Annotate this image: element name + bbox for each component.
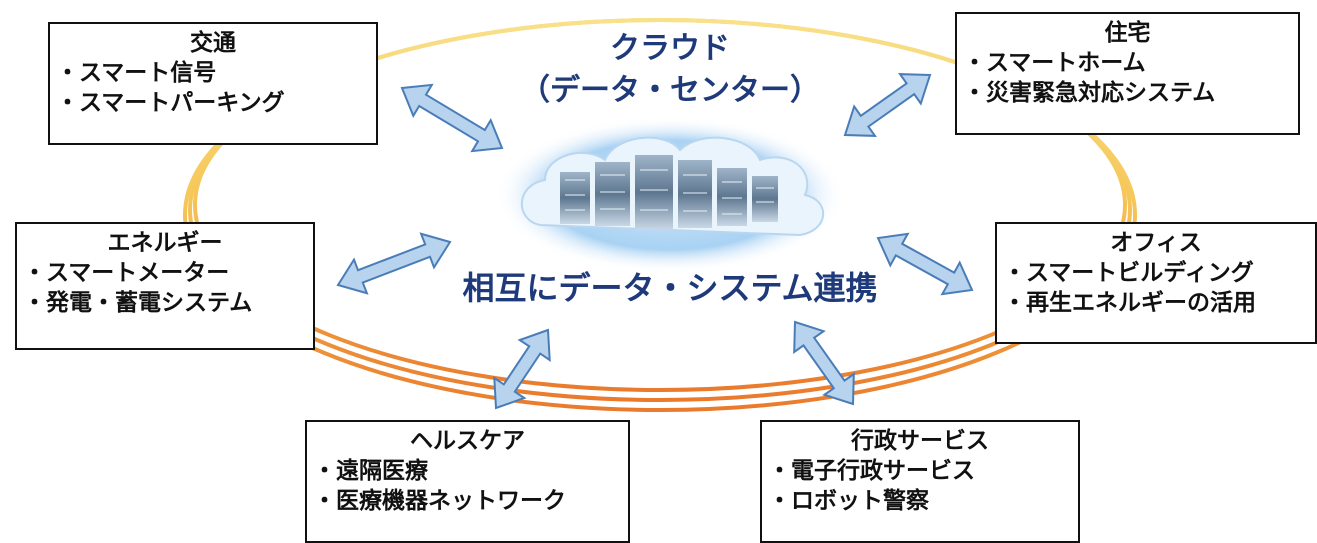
box-transport-item-2: ・スマートパーキング [56,90,285,116]
cloud-subtitle: （データ・センター） [520,73,820,108]
box-office-item-2: ・再生エネルギーの活用 [1003,290,1256,316]
box-housing-item-2: ・災害緊急対応システム [963,80,1216,106]
arrow-energy [336,232,452,295]
box-energy-title: エネルギー [107,230,223,256]
box-admin: 行政サービス ・電子行政サービス ・ロボット警察 [760,420,1080,543]
arrow-office [876,232,974,296]
box-housing: 住宅 ・スマートホーム ・災害緊急対応システム [955,12,1300,135]
box-admin-title: 行政サービス [851,428,989,454]
box-admin-item-2: ・ロボット警察 [768,488,929,514]
box-transport-item-1: ・スマート信号 [56,60,217,86]
box-energy-item-2: ・発電・蓄電システム [23,290,253,316]
cloud-title: クラウド [610,31,730,66]
box-admin-item-1: ・電子行政サービス [768,458,975,484]
box-housing-title: 住宅 [1104,20,1151,46]
link-label: 相互にデータ・システム連携 [462,269,878,307]
box-housing-item-1: ・スマートホーム [963,50,1146,76]
box-transport: 交通 ・スマート信号 ・スマートパーキング [48,22,378,145]
box-energy-item-1: ・スマートメーター [23,260,230,286]
server-cloud-icon [495,117,845,273]
arrow-admin [793,320,855,406]
box-energy: エネルギー ・スマートメーター ・発電・蓄電システム [15,222,315,350]
box-health-item-2: ・医療機器ネットワーク [313,488,566,514]
box-health: ヘルスケア ・遠隔医療 ・医療機器ネットワーク [305,420,630,543]
box-health-item-1: ・遠隔医療 [313,458,428,484]
orbit-rings [183,18,1137,412]
box-transport-title: 交通 [190,30,236,56]
arrow-transport [400,83,504,153]
arrow-housing [843,73,932,137]
box-office-title: オフィス [1110,230,1202,256]
box-office: オフィス ・スマートビルディング ・再生エネルギーの活用 [995,222,1317,344]
box-office-item-1: ・スマートビルディング [1003,260,1254,286]
arrow-health [493,328,551,410]
box-health-title: ヘルスケア [410,428,525,454]
